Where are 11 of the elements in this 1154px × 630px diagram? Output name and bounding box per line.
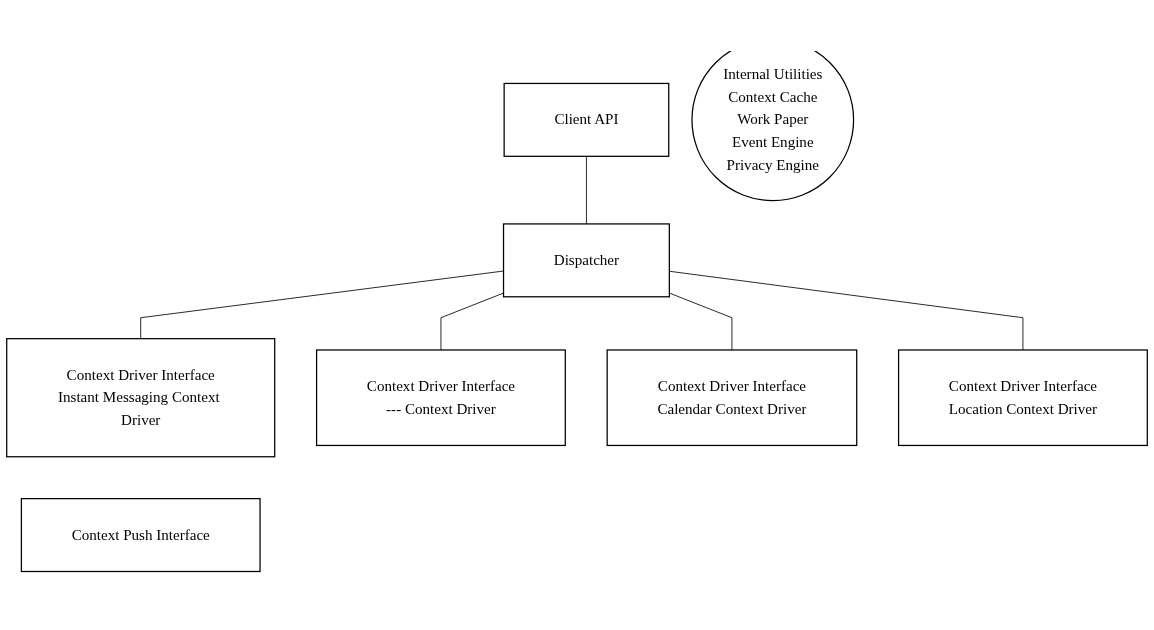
node-circle: Internal Utilities Context Cache Work Paper Event Engine Privacy Engine [691,51,855,202]
node-box: Client API [503,83,670,158]
node-box: Context Driver Interface Instant Messaging Context Driver [6,338,276,458]
connector [140,271,504,340]
node-box: Context Push Interface [20,498,261,573]
connector [440,293,504,351]
connector [586,156,587,225]
node-box: Context Driver Interface Location Context Driver [897,349,1148,447]
node-box: Dispatcher [502,223,670,298]
node-box: Context Driver Interface Calendar Context Driver [606,349,858,447]
node-box: Context Driver Interface --- Context Driver [315,349,566,447]
